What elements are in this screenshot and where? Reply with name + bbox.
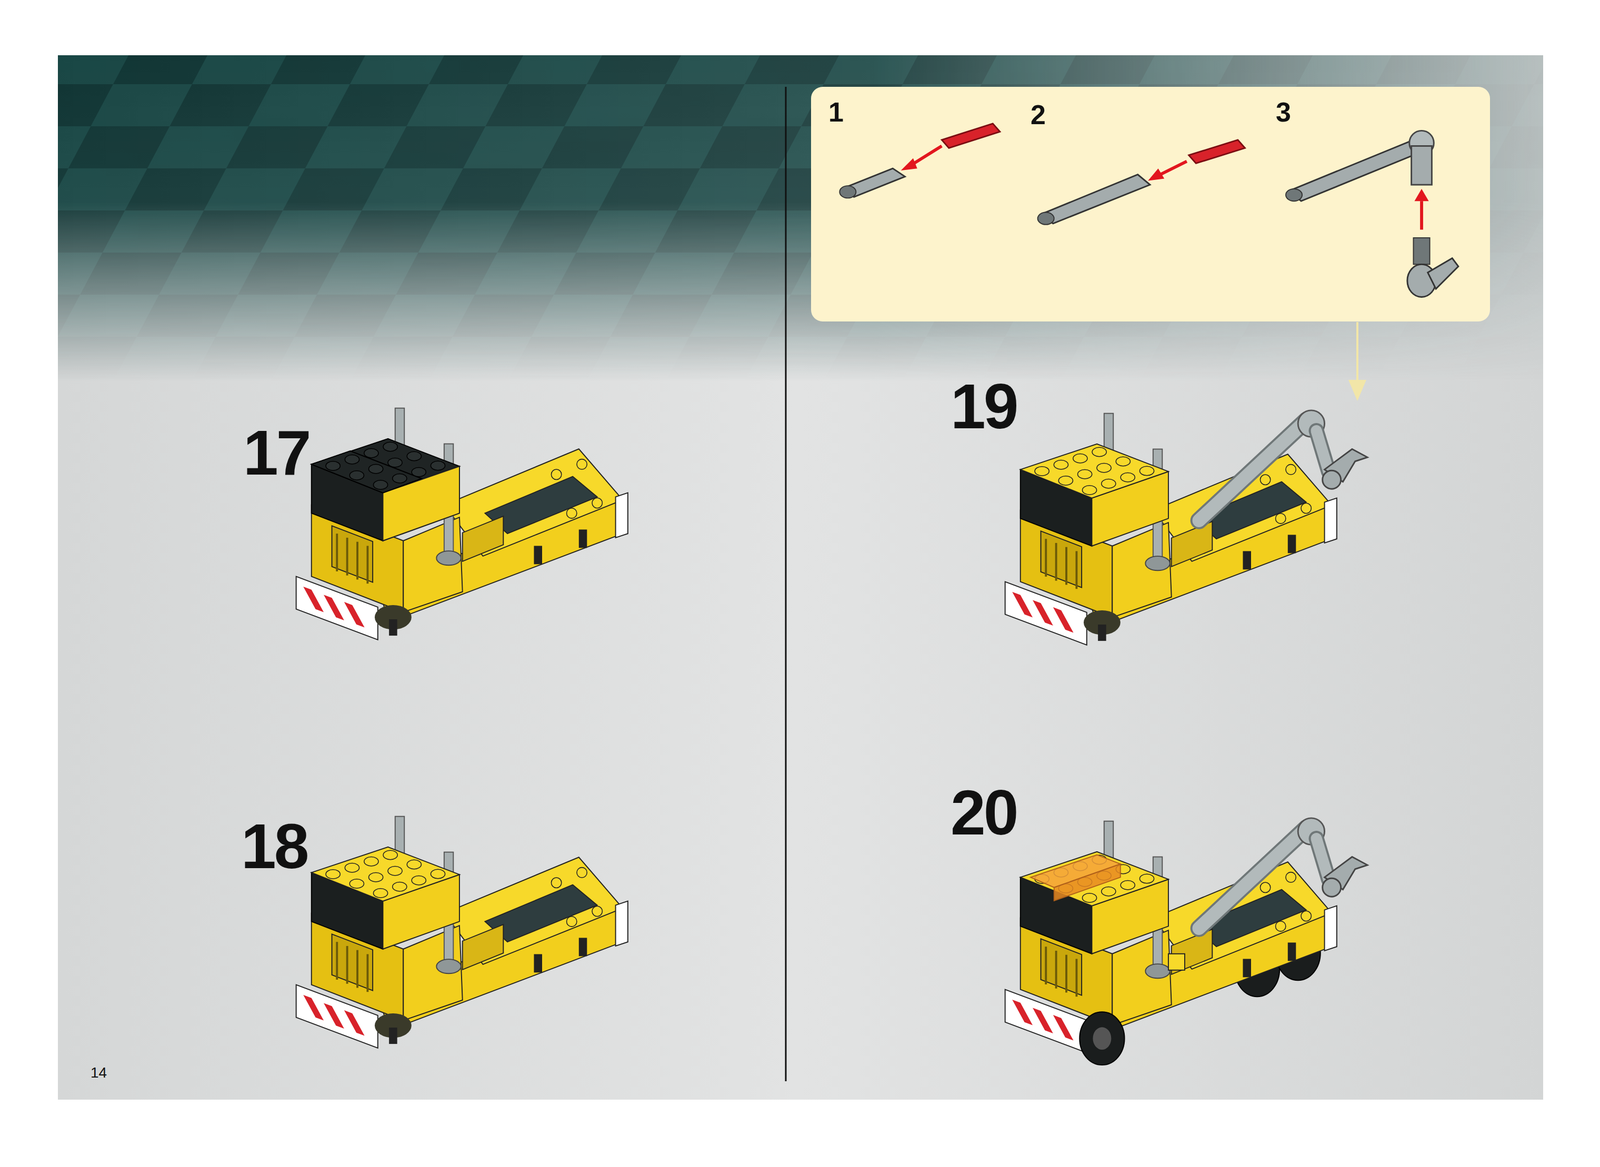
truck-step-17 [296,408,628,640]
truck-step-20 [1005,818,1368,1066]
step-number: 20 [950,781,1017,845]
step-number: 17 [243,421,309,485]
substep-number: 1 [828,98,844,126]
page-ground [57,55,1544,1100]
substep-number: 3 [1275,98,1292,126]
step-number: 18 [241,814,307,878]
callout-leader [1356,322,1359,385]
callout-leader-head [1348,380,1367,402]
column-divider [785,86,787,1082]
callout-box: 1 2 3 [811,86,1490,322]
callout-illustration [811,86,1490,322]
checkered-banner [57,55,1544,382]
truck-step-19 [1005,410,1368,646]
truck-step-18 [296,816,628,1049]
step-number: 19 [950,374,1017,438]
substep-number: 2 [1030,101,1046,129]
page-number: 14 [90,1065,107,1081]
